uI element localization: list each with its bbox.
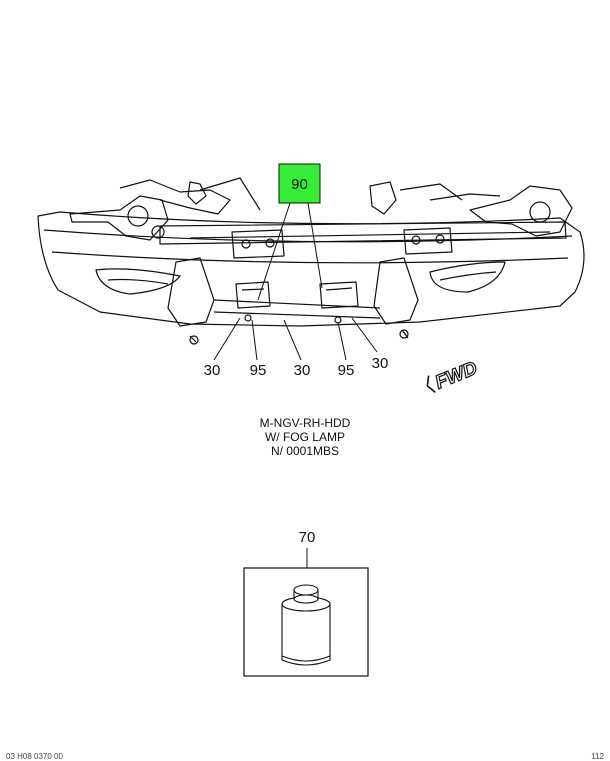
caption-line-3: N/ 0001MBS	[270, 444, 340, 458]
footer-drawing-number: 03 H08 0370 00	[6, 752, 63, 761]
callout-90-label: 90	[291, 176, 308, 193]
caption-line-2: W/ FOG LAMP	[264, 430, 345, 444]
callout-30-right: 30	[372, 355, 389, 372]
adhesive-can-icon	[281, 584, 331, 666]
caption-line-1: M-NGV-RH-HDD	[259, 416, 351, 430]
callout-30-left: 30	[204, 362, 221, 379]
callout-95-right: 95	[338, 362, 355, 379]
callout-90-highlight	[278, 163, 321, 204]
direction-label: FWD	[432, 358, 480, 394]
direction-arrow-icon	[426, 375, 436, 393]
callout-95-left: 95	[250, 362, 267, 379]
bumper-assembly-illustration	[37, 177, 585, 345]
callout-30-center: 30	[294, 362, 311, 379]
callout-70-label: 70	[299, 529, 316, 546]
diagram-caption: M-NGV-RH-HDD W/ FOG LAMP N/ 0001MBS	[0, 416, 610, 458]
leader-lines	[213, 202, 378, 361]
forward-direction-indicator: FWD	[426, 357, 481, 394]
footer-page-number: 112	[591, 752, 604, 761]
